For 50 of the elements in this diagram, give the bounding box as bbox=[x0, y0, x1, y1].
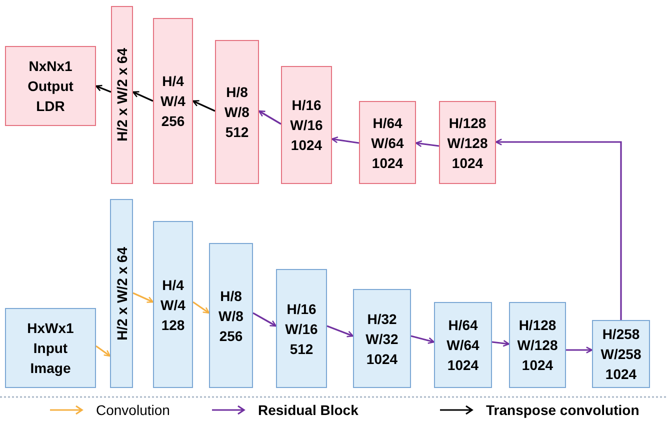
arrow bbox=[566, 346, 593, 354]
arrow bbox=[192, 100, 216, 112]
legend-label: Residual Block bbox=[258, 401, 358, 419]
layer-label: H/2 x W/2 x 64 bbox=[112, 246, 130, 340]
arrow bbox=[96, 345, 111, 357]
layer-label: H/8 W/8 256 bbox=[218, 286, 244, 346]
layer-box bbox=[209, 243, 253, 388]
arrow bbox=[415, 140, 440, 148]
layer-box bbox=[111, 6, 133, 184]
arrow bbox=[252, 312, 277, 327]
layer-label: H/16 W/16 1024 bbox=[289, 96, 324, 155]
layer-box bbox=[509, 302, 566, 388]
layer-box bbox=[592, 320, 650, 388]
arrow bbox=[95, 84, 112, 93]
layer-box bbox=[5, 308, 96, 388]
layer-label: NxNx1 Output LDR bbox=[26, 57, 74, 116]
arrow bbox=[492, 340, 510, 347]
arrow bbox=[331, 136, 360, 144]
layer-label: H/64 W/64 1024 bbox=[370, 114, 405, 172]
layer-label: H/2 x W/2 x 64 bbox=[113, 48, 131, 142]
layer-label: H/258 W/258 1024 bbox=[600, 325, 642, 384]
layer-box bbox=[434, 302, 492, 388]
arrow bbox=[132, 91, 154, 102]
arrow bbox=[326, 325, 354, 338]
layer-box bbox=[359, 101, 416, 184]
layer-label: H/128 W/128 1024 bbox=[516, 316, 559, 375]
layer-label: H/32 W/32 1024 bbox=[364, 310, 400, 368]
arrow bbox=[495, 138, 622, 320]
layer-label: HxWx1 Input Image bbox=[26, 319, 75, 378]
layer-box bbox=[353, 289, 411, 388]
layer-box bbox=[281, 66, 332, 184]
layer-label: H/16 W/16 512 bbox=[284, 300, 319, 358]
layer-label: H/4 W/4 128 bbox=[160, 276, 186, 334]
layer-label: H/128 W/128 1024 bbox=[446, 114, 489, 172]
layer-box bbox=[153, 18, 193, 184]
layer-label: H/64 W/64 1024 bbox=[446, 316, 480, 375]
layer-box bbox=[276, 269, 327, 388]
arrow bbox=[258, 110, 282, 125]
layer-box bbox=[5, 46, 96, 126]
arrow bbox=[192, 301, 210, 314]
layer-label: H/8 W/8 512 bbox=[224, 83, 250, 142]
legend-label: Convolution bbox=[96, 401, 170, 419]
legend-label: Transpose convolution bbox=[486, 401, 640, 419]
layer-box bbox=[439, 101, 496, 184]
layer-label: H/4 W/4 256 bbox=[160, 72, 186, 131]
arrow bbox=[410, 335, 435, 344]
layer-box bbox=[215, 40, 259, 184]
layer-box bbox=[153, 221, 193, 388]
arrow bbox=[132, 292, 154, 303]
layer-box bbox=[110, 199, 133, 388]
